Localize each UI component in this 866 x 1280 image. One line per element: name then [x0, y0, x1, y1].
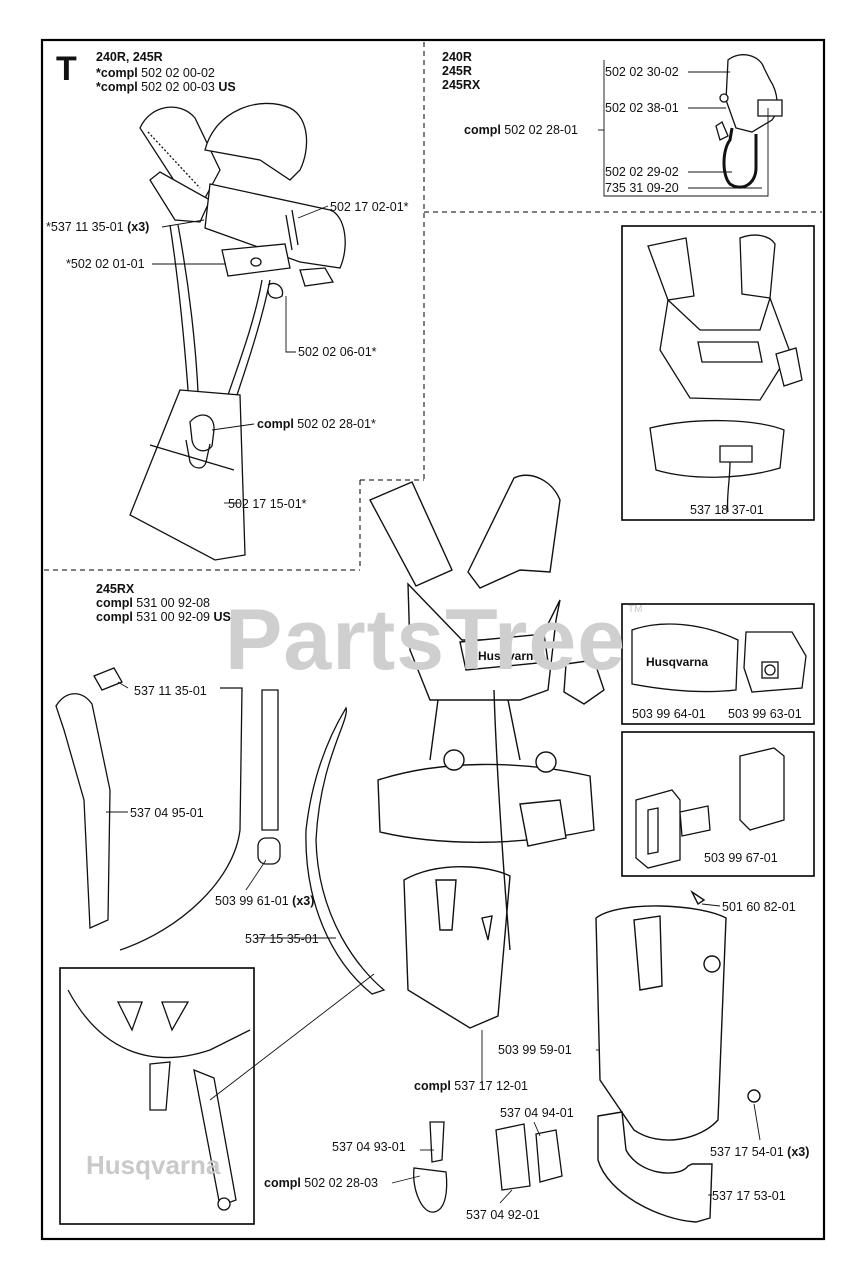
compl-prefix: *compl: [96, 66, 138, 80]
part-label: 503 99 59-01: [498, 1043, 572, 1057]
part-label: 537 15 35-01: [245, 932, 319, 946]
panel-c-models: 245RX: [96, 582, 135, 596]
panel-b-model: 240R: [442, 50, 472, 64]
panel-a-models: 240R, 245R: [96, 50, 163, 64]
panel-b-model: 245RX: [442, 78, 481, 92]
part-label: 537 17 54-01 (x3): [710, 1145, 809, 1159]
section-dividers: [44, 42, 822, 571]
region-suffix: US: [213, 610, 231, 624]
part-label: 537 11 35-01: [134, 684, 207, 698]
part-label: 502 17 15-01*: [228, 497, 307, 511]
panel-c-leaders: [106, 681, 761, 1204]
section-letter: T: [56, 50, 77, 88]
part-number: 502 02 00-03: [141, 80, 215, 94]
part-number: 537 17 54-01: [710, 1145, 784, 1159]
brand-mark-inset: Husqvarna: [86, 1150, 221, 1180]
part-label: 502 02 29-02: [605, 165, 679, 179]
watermark-trademark: TM: [628, 604, 643, 615]
pads-drawing: [631, 623, 807, 693]
inset-boxes: [59, 225, 815, 1225]
harness-245rx-drawing: [369, 474, 605, 1029]
compl-prefix: *compl: [96, 80, 138, 94]
part-label: 537 04 92-01: [466, 1208, 540, 1222]
compl-prefix: compl: [96, 610, 133, 624]
part-label: 503 99 67-01: [704, 851, 778, 865]
inset-detail-drawing: [67, 989, 251, 1211]
part-label: *502 02 01-01: [66, 257, 145, 271]
brand-mark: Husqvarna: [478, 649, 540, 663]
buckle-drawing: [635, 747, 785, 869]
part-label: 502 02 30-02: [605, 65, 679, 79]
compl-prefix: compl: [96, 596, 133, 610]
compl-prefix: compl: [264, 1176, 301, 1190]
part-label: 735 31 09-20: [605, 181, 679, 195]
part-label: 503 99 61-01 (x3): [215, 894, 314, 908]
compl-prefix: compl: [464, 123, 501, 137]
quantity: (x3): [787, 1145, 810, 1159]
part-label: 502 17 02-01*: [330, 200, 409, 214]
part-label: 503 99 63-01: [728, 707, 802, 721]
canister-drawing: [595, 889, 761, 1223]
panel-a-leaders: [152, 205, 329, 504]
part-number: 502 02 00-02: [141, 66, 215, 80]
part-label: compl 502 02 28-03: [264, 1176, 378, 1190]
part-number: 531 00 92-08: [136, 596, 210, 610]
part-number: 531 00 92-09: [136, 610, 210, 624]
panel-a-compl-1: *compl 502 02 00-02: [96, 66, 215, 80]
compl-prefix: compl: [414, 1079, 451, 1093]
part-label: 502 02 38-01: [605, 101, 679, 115]
panel-c-compl-2: compl 531 00 92-09 US: [96, 610, 231, 624]
part-label: 503 99 64-01: [632, 707, 706, 721]
panel-b-compl: compl 502 02 28-01: [464, 123, 578, 137]
panel-a-compl-2: *compl 502 02 00-03 US: [96, 80, 236, 94]
part-number: 537 17 12-01: [454, 1079, 528, 1093]
part-label: 537 04 93-01: [332, 1140, 406, 1154]
part-label: 502 02 06-01*: [298, 345, 377, 359]
quantity: (x3): [292, 894, 315, 908]
watermark: PartsTree: [225, 592, 627, 688]
panel-c-compl-1: compl 531 00 92-08: [96, 596, 210, 610]
compl-prefix: compl: [257, 417, 294, 431]
part-label: 537 18 37-01: [690, 503, 764, 517]
part-label: 501 60 82-01: [722, 900, 796, 914]
outer-frame: [40, 38, 826, 1241]
part-label: compl 502 02 28-01*: [257, 417, 376, 431]
hardware-drawing: [413, 1121, 563, 1213]
region-suffix: US: [218, 80, 236, 94]
part-number: 502 02 28-01*: [297, 417, 376, 431]
part-label: 537 04 95-01: [130, 806, 204, 820]
panel-b-model: 245R: [442, 64, 472, 78]
part-label: compl 537 17 12-01: [414, 1079, 528, 1093]
panel-b-leaders: [598, 60, 769, 197]
strap-pieces-drawing: [55, 667, 386, 995]
part-label: 537 04 94-01: [500, 1106, 574, 1120]
brand-mark-pad: Husqvarna: [646, 655, 708, 669]
hook-assembly-drawing: [715, 54, 783, 189]
harness-240r-drawing: [129, 102, 346, 561]
part-number: 502 02 28-03: [304, 1176, 378, 1190]
quantity: (x3): [127, 220, 150, 234]
part-number: *537 11 35-01: [46, 220, 124, 234]
part-number: 503 99 61-01: [215, 894, 289, 908]
harness-537-18-37-drawing: [647, 234, 803, 513]
part-label: *537 11 35-01 (x3): [46, 220, 149, 234]
part-label: 537 17 53-01: [712, 1189, 786, 1203]
part-number: 502 02 28-01: [504, 123, 578, 137]
